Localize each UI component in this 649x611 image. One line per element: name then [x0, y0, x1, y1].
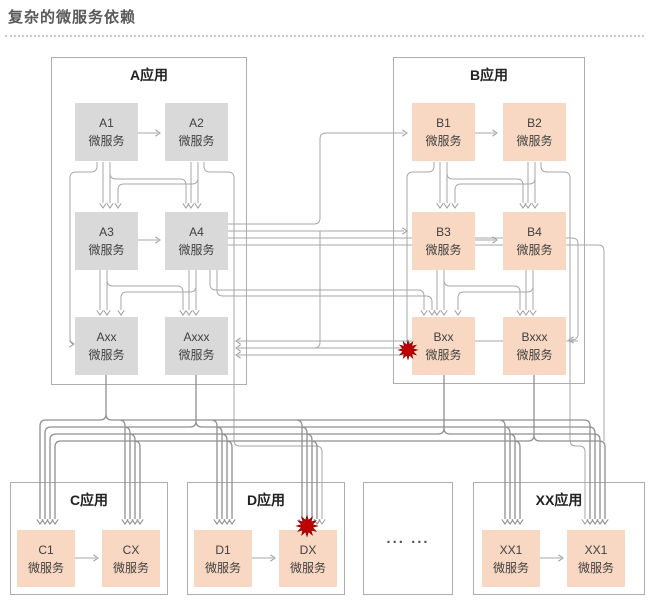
app-title-b: B应用 — [469, 67, 509, 83]
ellipsis-text: ... ... — [386, 530, 430, 547]
page-title: 复杂的微服务依赖 — [8, 9, 137, 26]
app-title-a: A应用 — [129, 67, 169, 83]
app-title-d: D应用 — [246, 492, 286, 508]
app-title-xx: XX应用 — [535, 492, 583, 508]
ellipsis-box: ... ... — [363, 482, 453, 595]
dotted-divider — [5, 35, 644, 37]
app-title-c: C应用 — [69, 492, 109, 508]
